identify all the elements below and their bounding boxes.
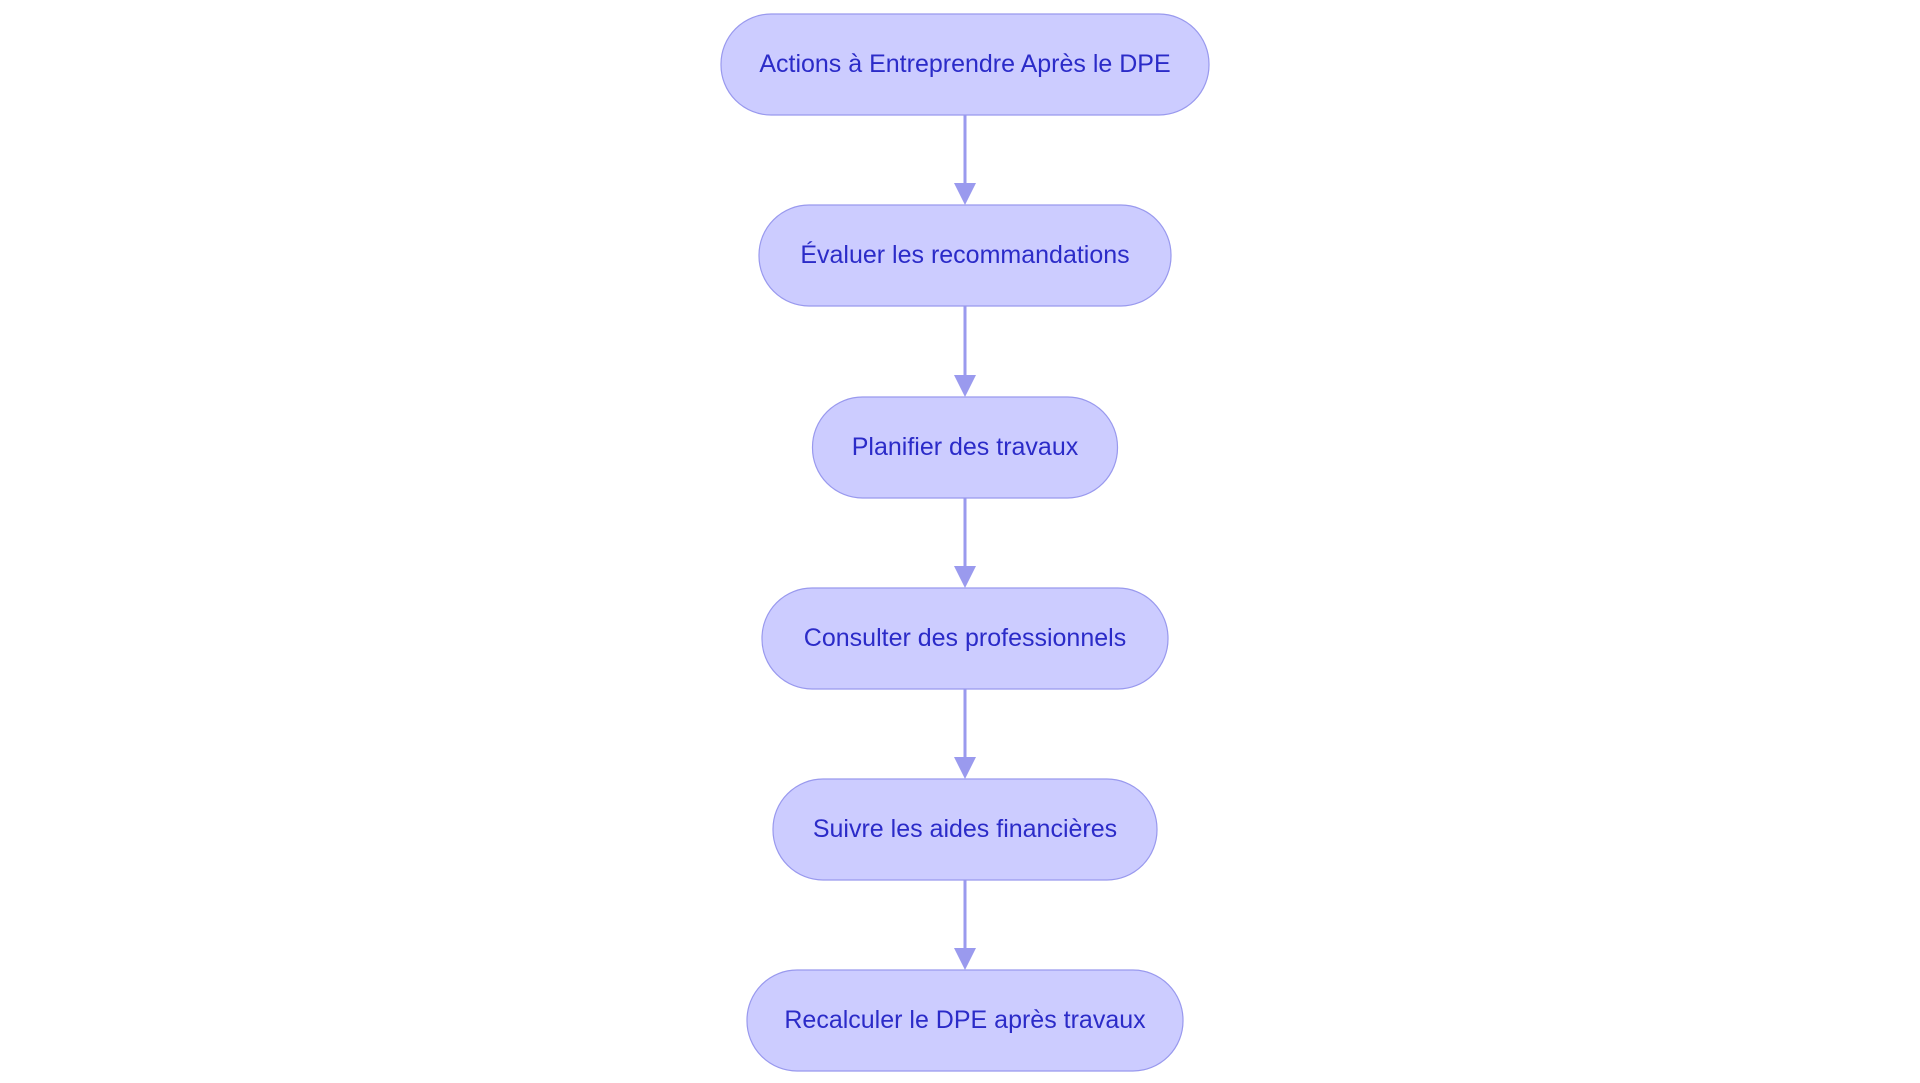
arrowhead-icon — [954, 948, 976, 970]
flow-node-2: Évaluer les recommandations — [758, 204, 1172, 307]
flow-node-1: Actions à Entreprendre Après le DPE — [720, 13, 1210, 116]
flow-node-4: Consulter des professionnels — [761, 587, 1169, 690]
arrowhead-icon — [954, 566, 976, 588]
flow-node-box — [811, 396, 1119, 499]
flow-node-5: Suivre les aides financières — [772, 778, 1158, 881]
flow-node-6: Recalculer le DPE après travaux — [746, 969, 1184, 1072]
flow-arrow-2 — [954, 306, 976, 397]
flow-node-label: Actions à Entreprendre Après le DPE — [759, 50, 1170, 78]
flow-node-label: Suivre les aides financières — [813, 815, 1117, 843]
arrowhead-icon — [954, 183, 976, 205]
flow-arrow-3 — [954, 498, 976, 588]
flow-node-3: Planifier des travaux — [811, 396, 1119, 499]
flow-arrow-4 — [954, 689, 976, 779]
flow-node-label: Planifier des travaux — [852, 433, 1079, 461]
arrowhead-icon — [954, 375, 976, 397]
flow-node-label: Consulter des professionnels — [804, 624, 1126, 652]
flow-node-label: Évaluer les recommandations — [800, 240, 1129, 269]
flow-node-box — [720, 13, 1210, 116]
flow-node-box — [761, 587, 1169, 690]
flow-node-box — [758, 204, 1172, 307]
flow-arrow-5 — [954, 880, 976, 970]
flow-arrow-1 — [954, 115, 976, 205]
flow-node-box — [772, 778, 1158, 881]
flow-node-label: Recalculer le DPE après travaux — [784, 1006, 1146, 1034]
flow-node-box — [746, 969, 1184, 1072]
arrowhead-icon — [954, 757, 976, 779]
